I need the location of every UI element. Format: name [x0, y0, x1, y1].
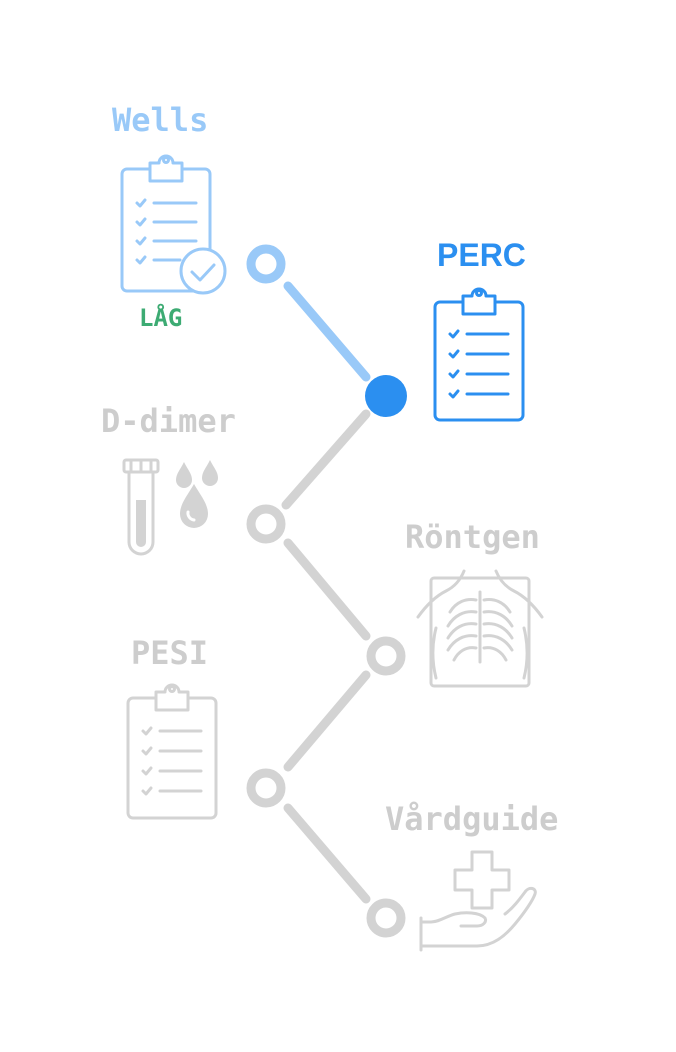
node-rontgen[interactable] [366, 636, 406, 676]
node-vardguide[interactable] [366, 898, 406, 938]
connector-perc-ddimer [281, 409, 371, 510]
node-perc[interactable] [365, 375, 407, 417]
node-ddimer[interactable] [246, 504, 286, 544]
connectors [281, 281, 371, 904]
connector-rontgen-pesi [283, 670, 371, 772]
chest-xray-icon [416, 569, 544, 688]
clipboard-icon [433, 287, 525, 422]
connector-ddimer-rontgen [283, 538, 371, 641]
step-label-pesi[interactable]: PESI [131, 634, 209, 672]
step-label-vardguide[interactable]: Vårdguide [385, 800, 559, 838]
step-label-ddimer[interactable]: D-dimer [101, 402, 236, 440]
clipboard-check-icon [120, 154, 227, 295]
connector-wells-perc [283, 281, 371, 382]
test-tube-drops-icon [122, 458, 218, 556]
nodes [246, 244, 407, 938]
step-label-wells[interactable]: Wells [112, 101, 209, 139]
node-wells[interactable] [246, 244, 286, 284]
node-pesi[interactable] [246, 768, 286, 808]
hand-cross-icon [419, 850, 537, 952]
step-label-rontgen[interactable]: Röntgen [405, 518, 540, 556]
connector-pesi-vardguide [283, 803, 371, 904]
clipboard-icon [126, 683, 218, 820]
step-label-perc[interactable]: PERC [437, 237, 526, 273]
result-badge-wells: LÅG [139, 304, 183, 332]
